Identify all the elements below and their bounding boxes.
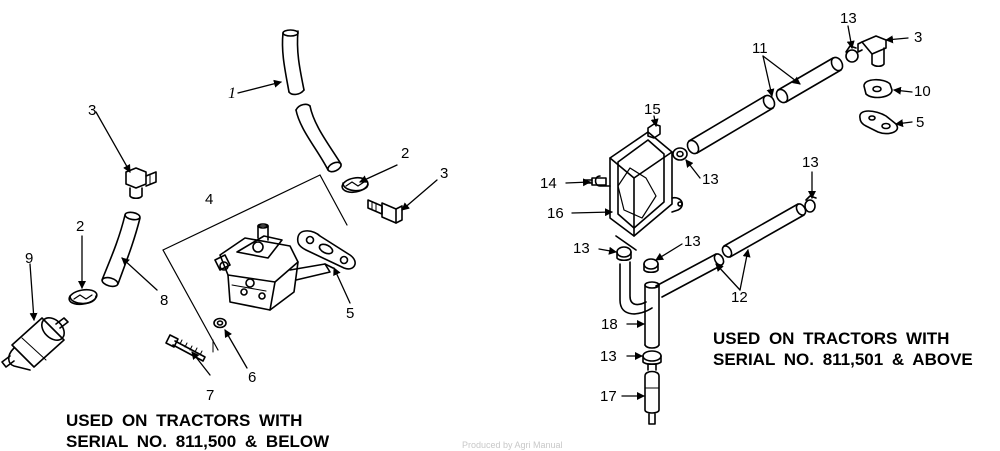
hose-part-11 [686,56,844,155]
inline-filter-part-17 [644,363,660,425]
part-4-bracket [162,174,348,351]
callout-11: 11 [752,40,768,57]
callout-13-top: 13 [840,10,857,27]
callout-13-right-lower: 13 [684,233,701,250]
hose-clamp-part-2-left [68,288,98,306]
callout-18: 18 [601,316,618,333]
screw-part-7 [165,334,206,362]
caption-right-line1: USED ON TRACTORS WITH [713,329,950,348]
caption-left: USED ON TRACTORS WITH SERIAL NO. 811,500… [66,410,329,451]
fuel-filter-part-16 [594,131,684,251]
clamp-part-13-right-lower [643,258,659,274]
callout-17: 17 [600,388,617,405]
fuel-pump-part-4 [214,223,334,311]
callout-8: 8 [160,292,169,309]
callout-13-far-right: 13 [802,154,819,171]
washer-part-6 [213,317,227,329]
hose-part-8 [101,211,141,288]
callout-2-left: 2 [76,218,85,235]
elbow-fitting-part-3-left [125,167,157,200]
caption-left-line1: USED ON TRACTORS WITH [66,411,303,430]
fuel-line-u-tube [619,261,653,315]
caption-right: USED ON TRACTORS WITH SERIAL NO. 811,501… [713,328,973,370]
clamp-part-13-right [804,195,817,213]
watermark: Produced by Agri Manual [462,440,563,450]
callout-7: 7 [206,387,215,404]
callout-12: 12 [731,289,748,306]
callout-13-left-lower: 13 [573,240,590,257]
hose-upper-part-1 [281,29,342,173]
nut-part-15 [647,123,661,139]
callout-2-upper: 2 [401,145,410,162]
callout-4: 4 [205,191,214,208]
hose-part-18 [644,281,660,349]
callout-13-filter: 13 [702,171,719,188]
leader-lines-right [565,25,913,400]
callout-3-left: 3 [88,102,97,119]
callout-6: 6 [248,369,257,386]
callout-1: 1 [228,85,236,102]
leader-lines-left [29,79,438,376]
clamp-part-13-bottom [642,350,662,366]
clamp-part-13-filter [672,147,688,161]
hose-clamp-part-2-upper [341,176,369,194]
callout-5-right: 5 [916,114,925,131]
callout-10: 10 [914,83,931,100]
callout-3-top: 3 [914,29,923,46]
callout-13-bottom: 13 [600,348,617,365]
hose-part-12 [655,203,807,298]
gasket-part-10 [863,78,893,99]
caption-right-line2: SERIAL NO. 811,501 & ABOVE [713,350,973,369]
callout-16: 16 [547,205,564,222]
callout-3-right: 3 [440,165,449,182]
gasket-part-5-right [859,110,899,135]
callout-14: 14 [540,175,557,192]
clamp-part-13-left-lower [616,246,632,262]
inline-filter-part-9 [1,317,69,371]
caption-left-line2: SERIAL NO. 811,500 & BELOW [66,432,330,451]
gasket-part-5-left [296,230,356,270]
callout-9: 9 [25,250,34,267]
elbow-fitting-part-3-right [367,199,403,224]
callout-15: 15 [644,101,661,118]
elbow-fitting-part-3-top [857,35,887,68]
callout-5-left: 5 [346,305,355,322]
